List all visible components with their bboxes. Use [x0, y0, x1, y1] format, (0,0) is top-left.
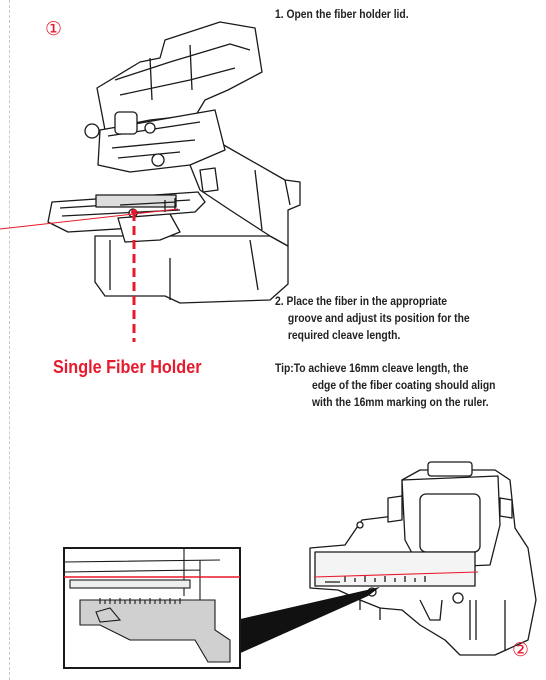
step-1-number: ① — [45, 18, 63, 40]
step-2-line-3: required cleave length. — [287, 328, 401, 342]
tip-line-3: with the 16mm marking on the ruler. — [311, 395, 489, 409]
step-1-instruction: 1. Open the fiber holder lid. — [275, 7, 409, 21]
step-2-number: ② — [512, 639, 530, 661]
dashed-divider — [9, 0, 10, 680]
tip-line-1: Tip:To achieve 16mm cleave length, the — [275, 361, 469, 375]
tip-text: Tip:To achieve 16mm cleave length, the e… — [275, 360, 495, 411]
step-2-line-1: 2. Place the fiber in the appropriate — [275, 294, 448, 308]
step-2-instruction: 2. Place the fiber in the appropriate gr… — [275, 293, 470, 344]
single-fiber-holder-label: Single Fiber Holder — [53, 357, 202, 377]
tip-line-2: edge of the fiber coating should align — [311, 378, 496, 392]
step-2-line-2: groove and adjust its position for the — [287, 311, 470, 325]
